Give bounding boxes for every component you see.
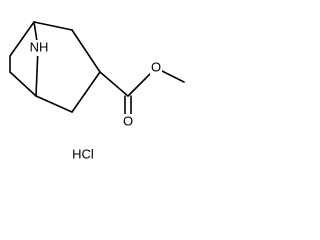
ester-bonds [99,67,185,119]
bond-c3-to-carbonyl-carbon [99,71,129,97]
bond-c3-to-c2 [71,29,101,73]
carbonyl-oxygen-label-group: O [122,113,134,130]
alkoxy-oxygen-mask [150,60,162,76]
bond-left-ring-lower [9,71,37,97]
bond-c4-to-c3 [71,71,101,113]
alkoxy-oxygen-label-group: O [150,59,162,76]
chemical-structure-diagram: NH O O HCl [9,21,185,161]
carbonyl-oxygen-label: O [123,113,133,128]
amine-nitrogen-label: NH [30,39,49,54]
alkoxy-oxygen-label: O [151,59,161,74]
salt-label: HCl [72,146,94,161]
ring-bonds [9,21,101,113]
amine-nitrogen-label-group: NH [27,39,51,56]
bond-bridgehead-top-to-ring [9,21,35,57]
bond-c2-to-bridgehead-top [33,21,73,31]
bond-bridgehead-bottom-to-c4 [35,95,73,113]
carbonyl-oxygen-mask [122,114,134,130]
amine-nitrogen-mask [27,40,51,56]
